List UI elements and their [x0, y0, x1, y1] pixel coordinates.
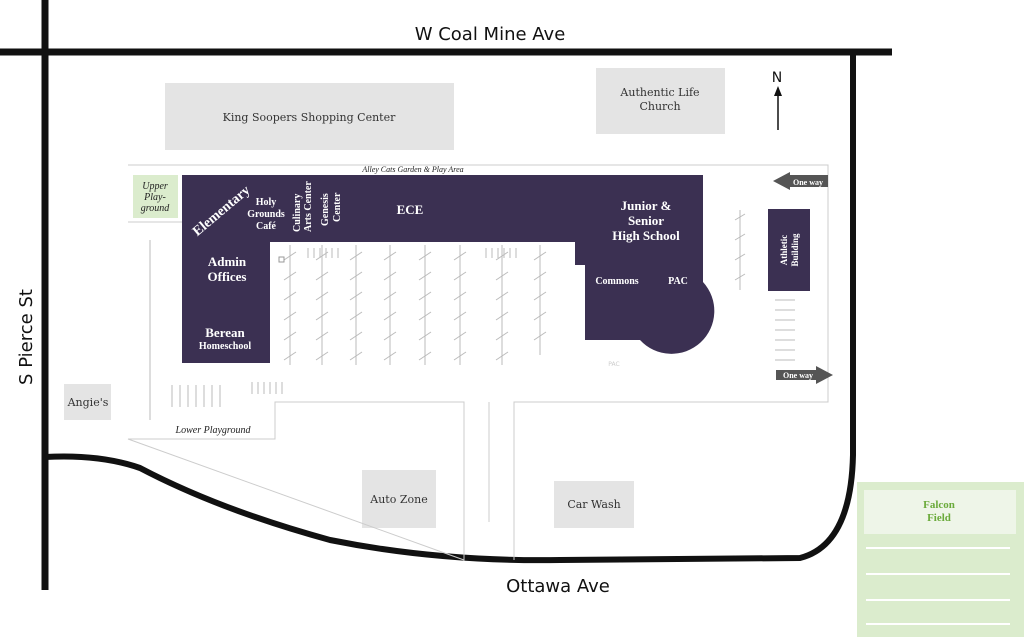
car-wash-box [554, 481, 634, 528]
angies-box [64, 384, 111, 420]
street-label-west: S Pierce St [16, 289, 37, 385]
culinary-label-1: Culinary [292, 194, 303, 232]
pac-small-label: PAC [608, 361, 619, 368]
genesis-label-2: Center [332, 192, 343, 222]
athletic-label-2: Building [790, 233, 800, 267]
jr-sr-high-label-3: High School [612, 228, 680, 243]
king-soopers-box [165, 83, 454, 150]
upper-playground-label-1: Upper [142, 181, 168, 192]
small-marker [278, 256, 285, 263]
falcon-field-lines [866, 547, 1010, 625]
berean-label-1: Berean [205, 325, 245, 340]
one-way-left-arrow-icon: One way [773, 172, 828, 190]
upper-playground [133, 175, 178, 218]
admin-label-1: Admin [208, 254, 247, 269]
falcon-field-header [864, 490, 1016, 534]
upper-playground-label-3: ground [141, 203, 171, 214]
perimeter-road [44, 52, 856, 564]
commons-label: Commons [595, 276, 638, 287]
falcon-field-label-1: Falcon [923, 499, 955, 511]
church-label-1: Authentic Life [619, 86, 699, 99]
falcon-field-label-2: Field [927, 512, 951, 524]
street-label-south: Ottawa Ave [506, 576, 610, 597]
athletic-building [768, 209, 810, 291]
alley-cats-label: Alley Cats Garden & Play Area [361, 165, 463, 174]
auto-zone-label: Auto Zone [369, 493, 427, 506]
culinary-label-2: Arts Center [303, 181, 314, 232]
school-building [182, 175, 715, 363]
svg-text:One way: One way [793, 178, 823, 187]
compass-label: N [772, 70, 782, 86]
ece-label: ECE [397, 202, 424, 217]
upper-playground-label-2: Play- [143, 192, 166, 203]
parking-stripes [149, 210, 795, 420]
one-way-right-arrow-icon: One way [776, 366, 833, 384]
svg-text:One way: One way [783, 371, 813, 380]
holy-grounds-label-1: Holy [256, 197, 277, 208]
jr-sr-high-label-2: Senior [628, 213, 664, 228]
church-box [596, 68, 725, 134]
street-label-north: W Coal Mine Ave [415, 24, 566, 45]
holy-grounds-label-3: Café [256, 221, 277, 232]
jr-sr-high-label-1: Junior & [621, 198, 672, 213]
admin-label-2: Offices [208, 269, 247, 284]
church-label-2: Church [639, 100, 680, 113]
north-arrow-icon [774, 86, 782, 130]
genesis-label-1: Genesis [320, 193, 331, 226]
athletic-label-1: Athletic [779, 235, 789, 266]
lower-playground-label: Lower Playground [175, 425, 252, 436]
holy-grounds-label-2: Grounds [247, 209, 285, 220]
auto-zone-box [362, 470, 436, 528]
campus-outline [127, 164, 829, 561]
pac-label: PAC [668, 276, 688, 287]
king-soopers-label: King Soopers Shopping Center [223, 111, 396, 124]
berean-label-2: Homeschool [199, 341, 251, 352]
car-wash-label: Car Wash [567, 498, 620, 511]
angies-label: Angie's [67, 396, 109, 409]
